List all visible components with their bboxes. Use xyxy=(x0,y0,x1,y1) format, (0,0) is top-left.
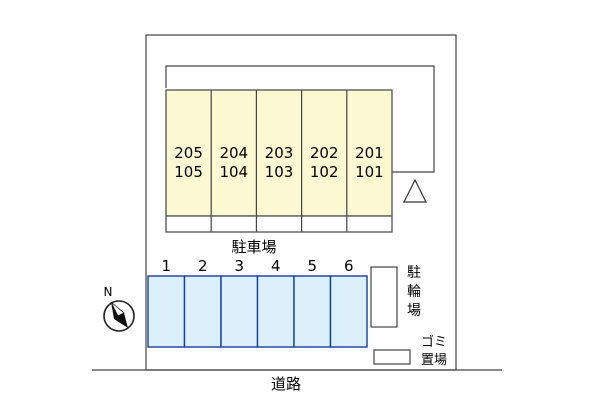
parking-space xyxy=(220,275,259,348)
parking-label: 駐車場 xyxy=(231,238,276,256)
unit-upper-number: 205 xyxy=(174,144,203,162)
unit-upper-number: 202 xyxy=(310,144,339,162)
parking-space xyxy=(147,275,186,348)
unit-lower-number: 105 xyxy=(174,163,203,181)
bicycle-parking-area xyxy=(370,266,398,328)
parking-space xyxy=(183,275,222,348)
parking-space-number: 5 xyxy=(307,257,317,275)
bicycle-parking-label-1: 駐 xyxy=(407,265,421,281)
unit-lower-number: 102 xyxy=(310,163,339,181)
garbage-label-line1: ゴミ xyxy=(421,334,447,350)
compass-north-label: N xyxy=(104,285,113,299)
parking-space xyxy=(293,275,332,348)
garbage-label-line2: 置場 xyxy=(421,353,447,368)
parking-lot: 1 2 3 4 5 6 xyxy=(147,257,368,348)
garbage-station: ゴミ 置場 xyxy=(373,334,447,368)
parking-space-number: 2 xyxy=(198,257,208,275)
unit-upper-number: 201 xyxy=(355,144,384,162)
entrance-triangle-icon xyxy=(403,178,427,203)
parking-space-number: 1 xyxy=(161,257,171,275)
parking-space xyxy=(256,275,295,348)
parking-space-number: 4 xyxy=(271,257,281,275)
parking-space-number: 3 xyxy=(234,257,244,275)
north-compass-icon: N xyxy=(103,285,135,332)
unit-upper-number: 203 xyxy=(265,144,294,162)
building-balcony-strip xyxy=(165,215,393,233)
unit-lower-number: 103 xyxy=(265,163,294,181)
walkway xyxy=(165,65,435,173)
parking-space-number: 6 xyxy=(344,257,354,275)
unit-upper-number: 204 xyxy=(219,144,248,162)
building-body xyxy=(165,89,393,217)
unit-lower-number: 101 xyxy=(355,163,384,181)
bicycle-parking-label-3: 場 xyxy=(407,303,421,319)
garbage-station-area xyxy=(373,349,411,365)
parking-space xyxy=(329,275,368,348)
road-label: 道路 xyxy=(271,375,301,393)
bicycle-parking: 駐 輪 場 xyxy=(370,265,421,328)
unit-lower-number: 104 xyxy=(219,163,248,181)
bicycle-parking-label-2: 輪 xyxy=(407,283,421,300)
